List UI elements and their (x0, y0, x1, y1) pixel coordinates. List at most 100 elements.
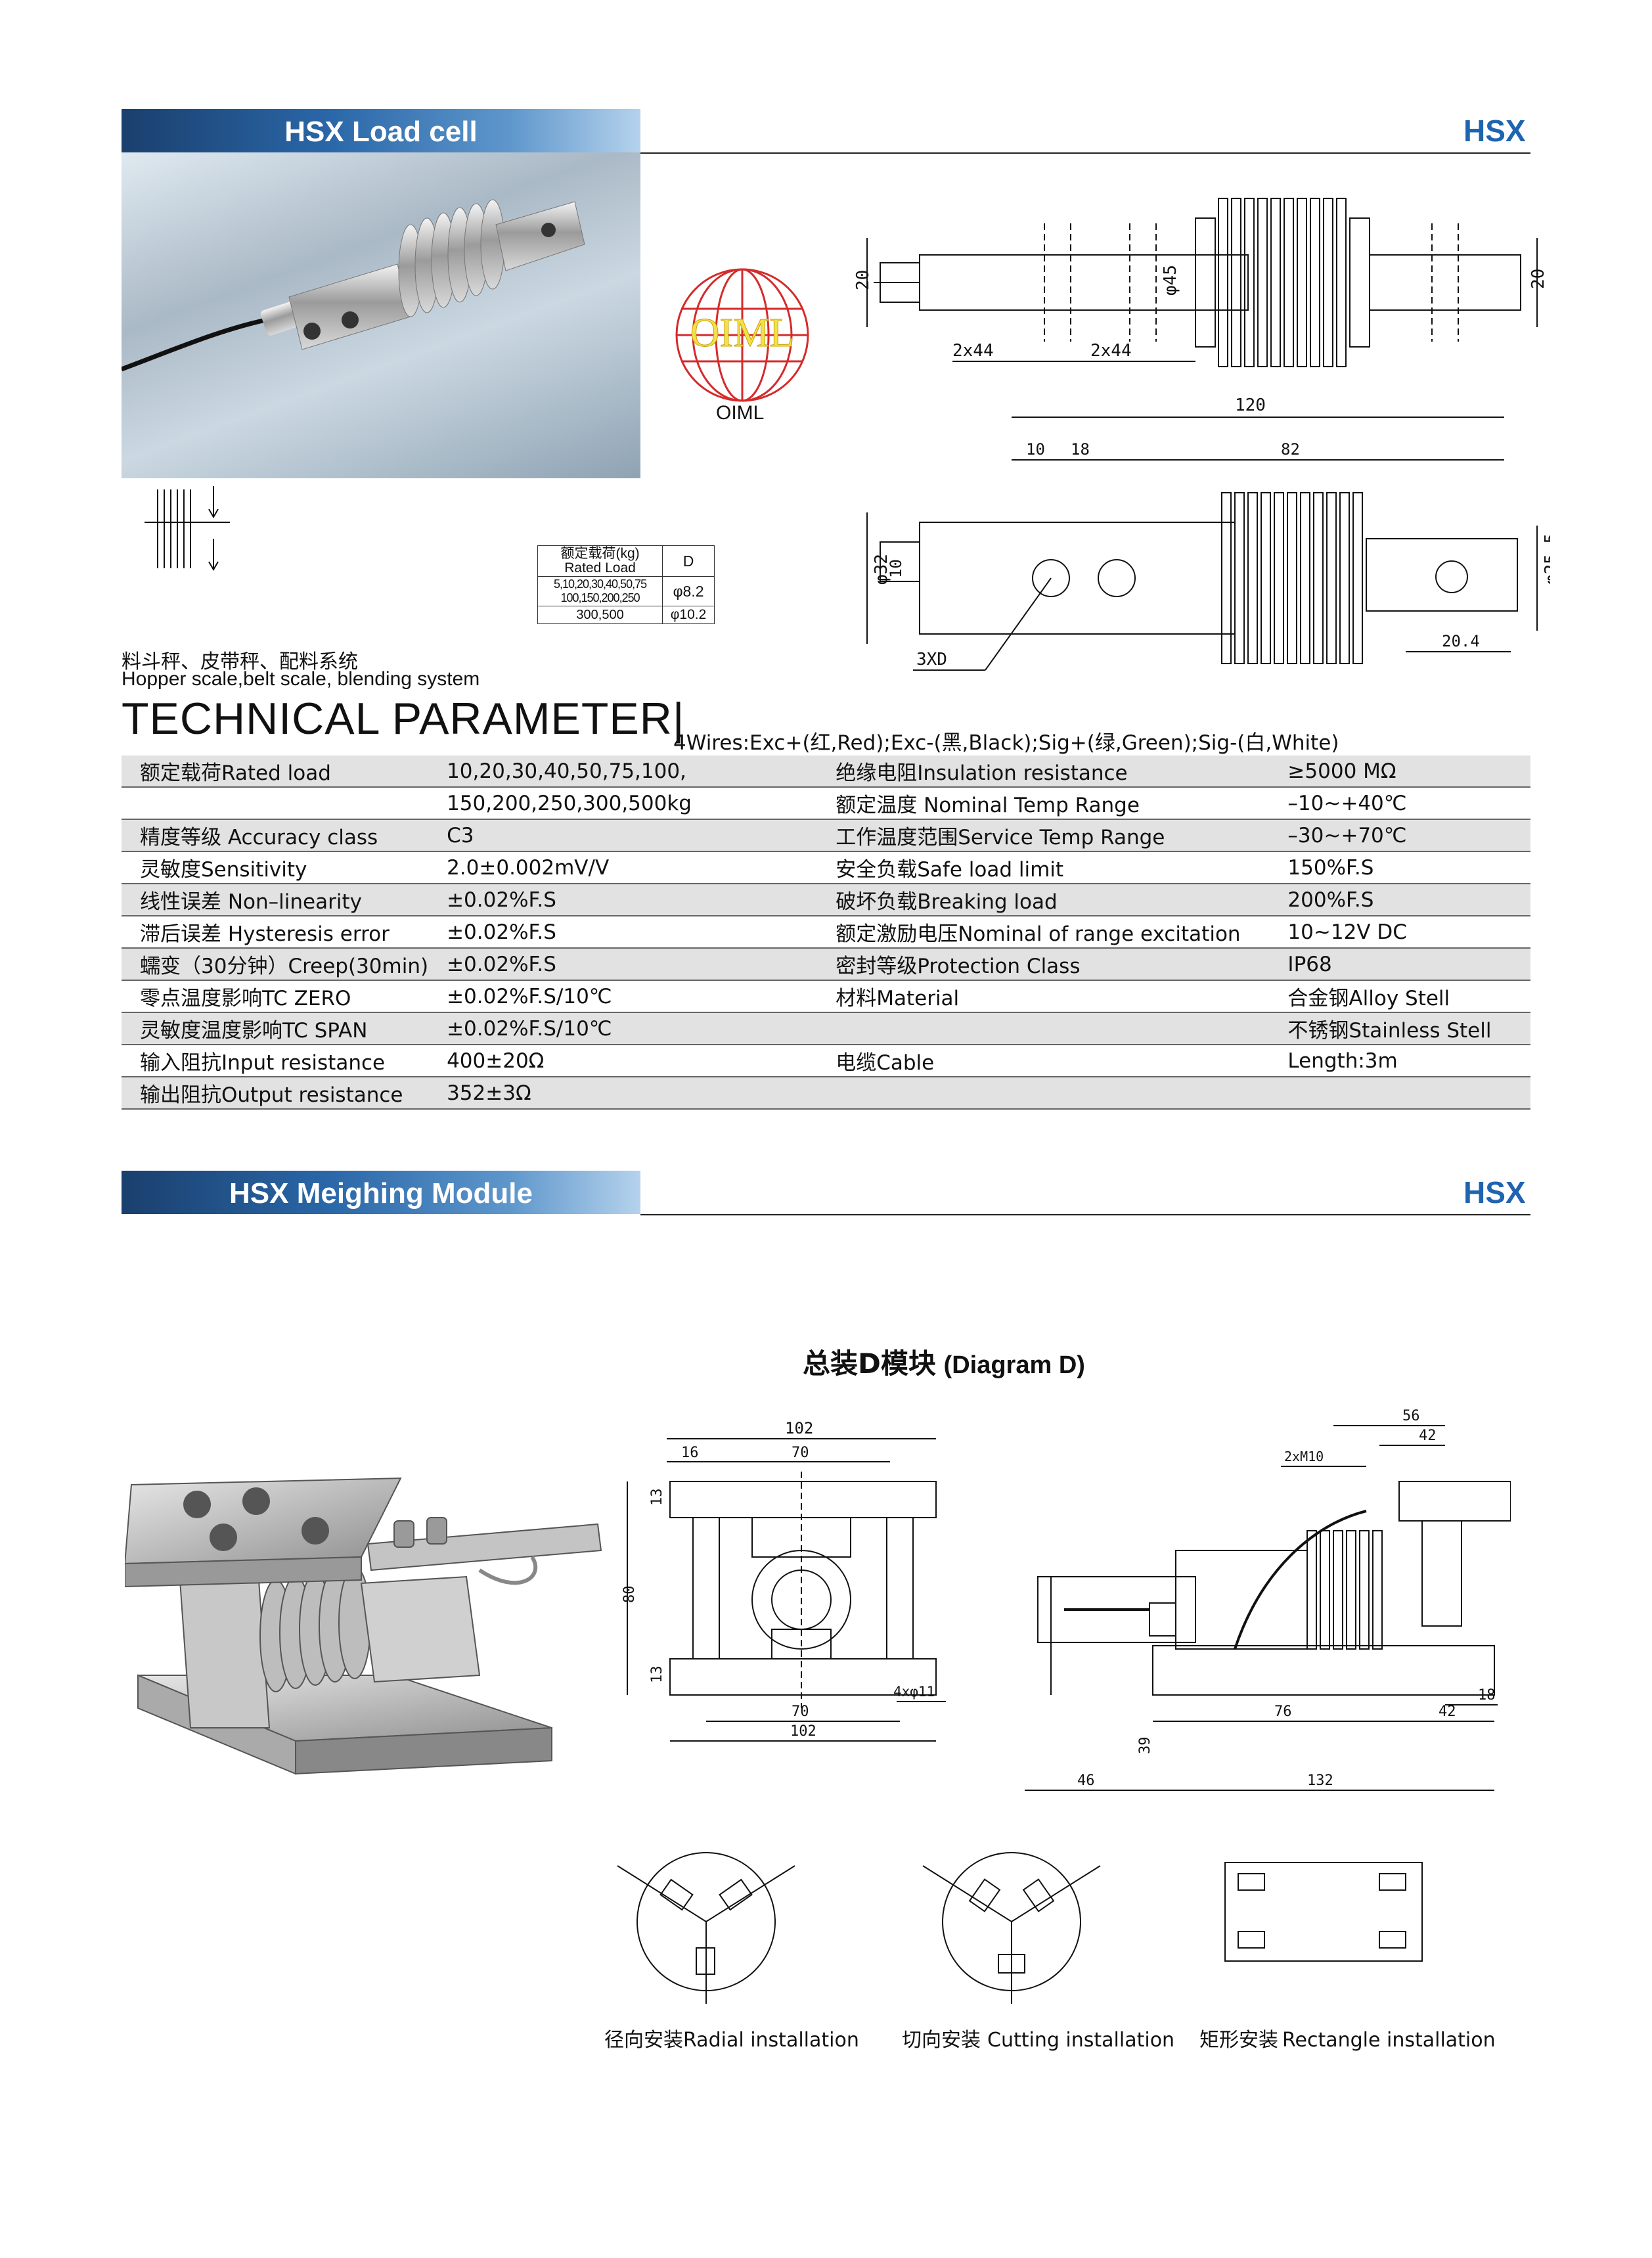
param-label-left: 灵敏度温度影响TC SPAN (122, 1012, 429, 1045)
param-label-left: 输入阻抗Input resistance (122, 1045, 429, 1077)
radial-installation-diagram (611, 1846, 801, 2010)
table-cell: 5,10,20,30,40,50,75 100,150,200,250 (537, 576, 663, 606)
dim-label: 102 (785, 1419, 813, 1437)
param-label-left (122, 787, 429, 820)
cutting-installation-diagram (916, 1846, 1107, 2010)
oiml-logo-text: OIML (690, 311, 794, 355)
module-front-drawing: 102 16 70 80 13 13 70 102 4xφ11 (608, 1412, 949, 1800)
param-value-left: 2.0±0.002mV/V (428, 851, 818, 884)
table-cell: φ8.2 (662, 576, 715, 606)
param-label-right: 破坏负载Breaking load (817, 884, 1270, 916)
dim-label: 42 (1419, 1428, 1437, 1444)
dim-label: 39 (1137, 1737, 1153, 1755)
caption-cutting: 切向安装 Cutting installation (902, 2023, 1174, 2052)
dim-label: 82 (1281, 440, 1300, 459)
rectangle-installation-diagram (1222, 1859, 1425, 1964)
dim-label: 16 (681, 1445, 699, 1461)
dim-label: 18 (1071, 440, 1090, 459)
table-row: 灵敏度温度影响TC SPAN±0.02%F.S/10℃ 不锈钢Stainless … (122, 1012, 1530, 1045)
param-label-right (817, 1077, 1270, 1110)
param-label-right: 额定激励电压Nominal of range excitation (817, 916, 1270, 949)
wire-colors: 4Wires:Exc+(红,Red);Exc-(黑,Black);Sig+(绿,… (673, 731, 1339, 755)
param-label-left: 额定载荷Rated load (122, 756, 429, 788)
header-rule (640, 152, 1530, 154)
param-label-left: 蠕变（30分钟）Creep(30min) (122, 948, 429, 981)
param-label-right: 材料Material (817, 980, 1270, 1013)
globe-icon (675, 268, 809, 402)
section-title: HSX Meighing Module (229, 1177, 533, 1209)
caption-en: Cutting installation (987, 2029, 1175, 2052)
param-value-right: 不锈钢Stainless Stell (1269, 1012, 1530, 1045)
diagram-title: 总装D模块 (Diagram D) (803, 1342, 1085, 1382)
model-tag: HSX (1463, 1175, 1526, 1209)
param-label-right: 绝缘电阻Insulation resistance (817, 756, 1270, 788)
param-value-left: 10,20,30,40,50,75,100, (428, 756, 818, 788)
application-cn: 料斗秤、皮带秤、配料系统 (122, 650, 358, 673)
dim-label: 3XD (916, 650, 947, 669)
table-header: D (662, 545, 715, 577)
param-value-right: IP68 (1269, 948, 1530, 981)
diagram-title-en: (Diagram D) (943, 1351, 1085, 1379)
param-value-right (1269, 1077, 1530, 1110)
dim-label: 70 (792, 1704, 809, 1720)
weighing-module-photo (123, 1465, 611, 1800)
load-cell-illustration (122, 199, 585, 372)
param-value-right: 合金钢Alloy Stell (1269, 980, 1530, 1013)
dim-label: 76 (1274, 1704, 1292, 1720)
dim-label: 18 (1478, 1687, 1496, 1704)
param-value-right: 10~12V DC (1269, 916, 1530, 949)
dim-label: 2x44 (952, 341, 994, 361)
param-label-right: 密封等级Protection Class (817, 948, 1270, 981)
param-label-left: 精度等级 Accuracy class (122, 819, 429, 852)
table-cell: φ10.2 (662, 606, 715, 624)
header-rule (640, 1214, 1530, 1215)
param-value-left: 400±20Ω (428, 1045, 818, 1077)
dim-label: 20.4 (1442, 632, 1480, 650)
dim-label: 13 (649, 1489, 665, 1506)
param-value-left: ±0.02%F.S/10℃ (428, 1012, 818, 1045)
tech-title: TECHNICAL PARAMETER| (122, 693, 685, 744)
table-cell: 300,500 (537, 606, 663, 624)
param-label-left: 灵敏度Sensitivity (122, 851, 429, 884)
dim-label: 80 (621, 1586, 638, 1604)
dim-label: 70 (792, 1445, 809, 1461)
param-value-left: ±0.02%F.S (428, 884, 818, 916)
caption-en: Rectangle installation (1282, 2029, 1496, 2052)
dim-label: φ25.5 (1542, 533, 1550, 585)
param-label-left: 滞后误差 Hysteresis error (122, 916, 429, 949)
dim-label: 13 (649, 1666, 665, 1684)
dim-label: 42 (1439, 1704, 1456, 1720)
section-title: HSX Load cell (284, 116, 478, 148)
tech-title-text: TECHNICAL PARAMETER (122, 694, 673, 744)
param-label-left: 线性误差 Non–linearity (122, 884, 429, 916)
caption-cn: 切向安装 (902, 2029, 981, 2052)
caption-radial: 径向安装Radial installation (604, 2023, 859, 2052)
dim-label: 10 (1026, 440, 1045, 459)
param-value-right: Length:3m (1269, 1045, 1530, 1077)
dim-label: 56 (1402, 1408, 1420, 1424)
param-value-right: –10~+40℃ (1269, 787, 1530, 820)
param-value-left: ±0.02%F.S/10℃ (428, 980, 818, 1013)
application-en: Hopper scale,belt scale, blending system (122, 668, 480, 690)
model-tag: HSX (1463, 114, 1526, 148)
param-label-left: 输出阻抗Output resistance (122, 1077, 429, 1110)
param-value-right: 200%F.S (1269, 884, 1530, 916)
param-value-left: C3 (428, 819, 818, 852)
table-header: 额定载荷(kg) Rated Load (537, 545, 663, 577)
load-cell-drawing: 2x44 2x44 20 20 φ45 120 10 18 82 φ32 10 … (853, 184, 1561, 683)
dim-label: 132 (1307, 1773, 1333, 1789)
caption-cn: 径向安装 (604, 2029, 683, 2052)
caption-cn: 矩形安装 (1199, 2029, 1278, 2052)
dim-label: 20 (1529, 269, 1548, 289)
load-direction-diagram (138, 483, 236, 581)
oiml-logo: OIML (667, 260, 818, 411)
